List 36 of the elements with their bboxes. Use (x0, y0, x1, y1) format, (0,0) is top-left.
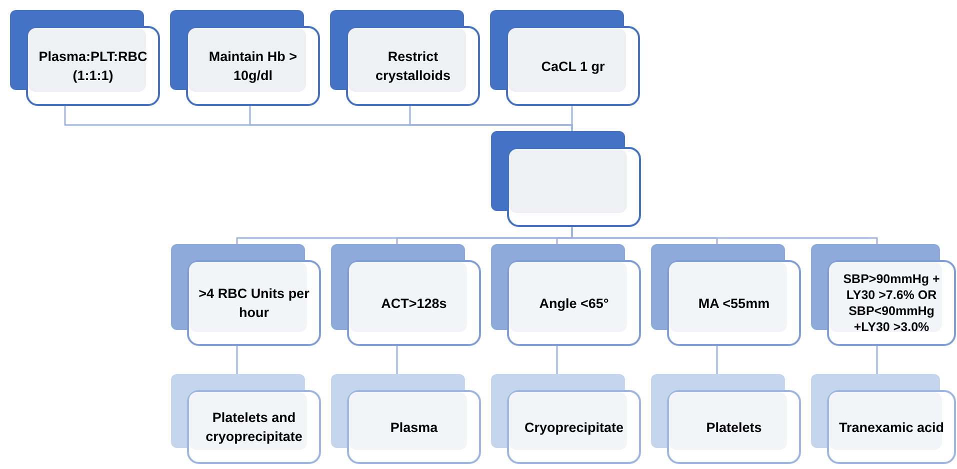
connector-line (716, 346, 718, 374)
connector-line (236, 346, 238, 374)
process-box (170, 10, 320, 106)
connector-line (571, 106, 573, 131)
node-text: Platelets (706, 418, 762, 436)
node-text: SBP>90mmHg + LY30 >7.6% OR SBP<90mmHg +LY30 >3.0% (842, 271, 941, 335)
connector-line (571, 227, 878, 244)
process-box (490, 10, 640, 106)
process-box (331, 374, 481, 464)
process-box (651, 244, 801, 346)
node-text: Maintain Hb > 10g/dl (208, 48, 298, 85)
process-box (491, 374, 641, 464)
process-box (331, 244, 481, 346)
node-text: Platelets and cryoprecipitate (204, 409, 304, 446)
node-text: CaCL 1 gr (541, 58, 605, 76)
node-text: Cryoprecipitate (524, 418, 624, 436)
process-box (651, 374, 801, 464)
node-text: MA <55mm (698, 294, 770, 312)
connector-line (876, 346, 878, 374)
process-box (10, 10, 160, 106)
node-text: >4 RBC Units per hour (198, 285, 310, 322)
node-text: Angle <65° (539, 294, 609, 312)
process-box (491, 131, 641, 227)
node-text: Plasma (390, 418, 438, 436)
node-text: Plasma:PLT:RBC (1:1:1) (38, 48, 148, 85)
process-box (491, 244, 641, 346)
node-text: Restrict crystalloids (374, 48, 452, 85)
process-box (171, 244, 321, 346)
connector-line (556, 346, 558, 374)
process-box (171, 374, 321, 464)
process-box (330, 10, 480, 106)
connector-line (396, 346, 398, 374)
process-box (811, 244, 956, 346)
node-text: Tranexamic acid (838, 418, 944, 436)
process-box (811, 374, 956, 464)
node-text: ACT>128s (381, 294, 447, 312)
